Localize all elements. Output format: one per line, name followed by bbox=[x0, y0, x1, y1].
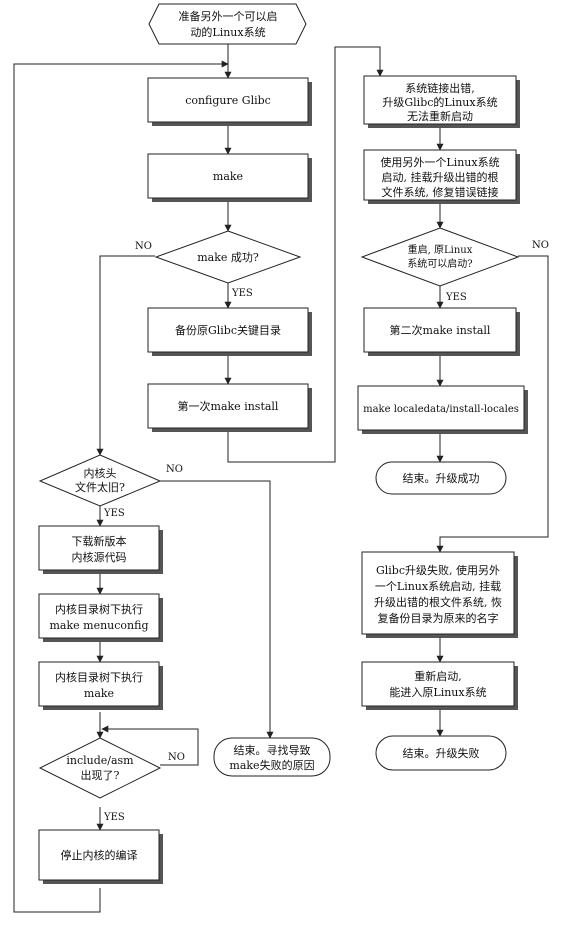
arrow-stop-configure bbox=[13, 60, 229, 913]
reboot-label-line1: 重启, 原Linux bbox=[408, 243, 473, 256]
reboot-decision: 重启, 原Linux 系统可以启动? bbox=[360, 227, 520, 287]
start-label-line1: 准备另外一个可以启 bbox=[179, 9, 278, 23]
end-success-node: 结束。升级成功 bbox=[375, 461, 507, 495]
link-error-line1: 系统链接出错, bbox=[405, 81, 475, 95]
locales-step: make localedata/install-locales bbox=[357, 385, 528, 434]
install2-label: 第二次make install bbox=[390, 323, 491, 337]
install1-step: 第一次make install bbox=[147, 383, 312, 432]
reboot-old-step: 重新启动, 能进入原Linux系统 bbox=[361, 661, 518, 710]
stop-step: 停止内核的编译 bbox=[38, 829, 163, 884]
link-error-line2: 升级Glibc的Linux系统 bbox=[382, 95, 497, 109]
end-upgrade-fail-label: 结束。升级失败 bbox=[403, 746, 480, 760]
install1-label: 第一次make install bbox=[178, 399, 279, 413]
arrow-no-loop bbox=[101, 725, 199, 766]
label-yes-make: YES bbox=[231, 288, 253, 299]
headers-old-label-line1: 内核头 bbox=[84, 466, 117, 480]
make-success-label: make 成功? bbox=[197, 251, 259, 264]
start-label-line2: 动的Linux系统 bbox=[190, 25, 265, 39]
locales-label: make localedata/install-locales bbox=[363, 404, 519, 415]
headers-old-label-line2: 文件太旧? bbox=[75, 480, 125, 494]
label-no-make: NO bbox=[135, 241, 152, 252]
backup-label: 备份原Glibc关键目录 bbox=[175, 323, 281, 337]
asm-label-line2: 出现了? bbox=[81, 768, 120, 782]
label-no-asm: NO bbox=[168, 752, 185, 763]
arrow-no-headers bbox=[96, 255, 155, 456]
fix-link-step: 使用另外一个Linux系统 启动, 挂载升级出错的根 文件系统, 修复错误链接 bbox=[363, 149, 520, 204]
end-success-label: 结束。升级成功 bbox=[403, 472, 480, 485]
stop-label: 停止内核的编译 bbox=[61, 848, 138, 862]
asm-label-line1: include/asm bbox=[66, 754, 134, 767]
make-kernel-step: 内核目录树下执行 make bbox=[38, 661, 163, 710]
link-error-step: 系统链接出错, 升级Glibc的Linux系统 无法重新启动 bbox=[363, 75, 520, 128]
asm-decision: include/asm 出现了? bbox=[38, 737, 162, 799]
reboot-old-line2: 能进入原Linux系统 bbox=[389, 685, 486, 699]
make-kernel-label-line2: make bbox=[84, 687, 114, 700]
configure-step: configure Glibc bbox=[147, 77, 312, 126]
failure-recovery-line1: Glibc升级失败, 使用另外 bbox=[376, 563, 500, 577]
label-yes-reboot: YES bbox=[445, 292, 467, 303]
menuconfig-label-line1: 内核目录树下执行 bbox=[55, 602, 143, 616]
end-fail-label-line1: 结束。寻找导致 bbox=[234, 743, 311, 757]
label-yes-headers: YES bbox=[103, 508, 125, 519]
download-step: 下载新版本 内核源代码 bbox=[38, 525, 163, 574]
reboot-old-line1: 重新启动, bbox=[414, 669, 462, 683]
menuconfig-step: 内核目录树下执行 make menuconfig bbox=[38, 593, 163, 642]
end-fail-label-line2: make失败的原因 bbox=[229, 758, 314, 772]
arrow-no-failbox bbox=[436, 255, 549, 553]
fix-link-line2: 启动, 挂载升级出错的根 bbox=[382, 170, 499, 184]
branch-labels: NO YES NO YES NO YES NO YES bbox=[103, 240, 549, 823]
download-label-line2: 内核源代码 bbox=[72, 550, 127, 564]
connectors bbox=[13, 44, 549, 913]
start-node: 准备另外一个可以启 动的Linux系统 bbox=[148, 3, 307, 45]
label-no-reboot: NO bbox=[532, 240, 549, 251]
arrow-install1-linkerr bbox=[227, 46, 384, 463]
headers-old-decision: 内核头 文件太旧? bbox=[38, 454, 162, 507]
link-error-line3: 无法重新启动 bbox=[407, 109, 473, 123]
install2-step: 第二次make install bbox=[363, 307, 520, 356]
failure-recovery-line2: 一个Linux系统启动, 挂载 bbox=[375, 579, 501, 593]
fix-link-line1: 使用另外一个Linux系统 bbox=[380, 156, 499, 169]
make-kernel-label-line1: 内核目录树下执行 bbox=[55, 670, 143, 684]
failure-recovery-line4: 复备份目录为原来的名字 bbox=[378, 611, 499, 625]
menuconfig-label-line2: make menuconfig bbox=[49, 619, 148, 632]
fix-link-line3: 文件系统, 修复错误链接 bbox=[382, 185, 499, 199]
reboot-label-line2: 系统可以启动? bbox=[407, 257, 472, 270]
end-upgrade-fail-node: 结束。升级失败 bbox=[375, 735, 507, 771]
backup-step: 备份原Glibc关键目录 bbox=[147, 307, 312, 356]
download-label-line1: 下载新版本 bbox=[72, 534, 127, 548]
end-fail-node: 结束。寻找导致 make失败的原因 bbox=[213, 737, 331, 777]
failure-recovery-step: Glibc升级失败, 使用另外 一个Linux系统启动, 挂载 升级出错的根文件… bbox=[361, 551, 518, 638]
make-step: make bbox=[147, 153, 312, 202]
failure-recovery-line3: 升级出错的根文件系统, 恢 bbox=[374, 595, 502, 609]
configure-label: configure Glibc bbox=[185, 94, 271, 107]
make-label: make bbox=[213, 170, 243, 183]
label-yes-asm: YES bbox=[103, 812, 125, 823]
arrow-no-endfail bbox=[160, 480, 274, 739]
label-no-headers: NO bbox=[166, 464, 183, 475]
make-success-decision: make 成功? bbox=[154, 230, 302, 284]
